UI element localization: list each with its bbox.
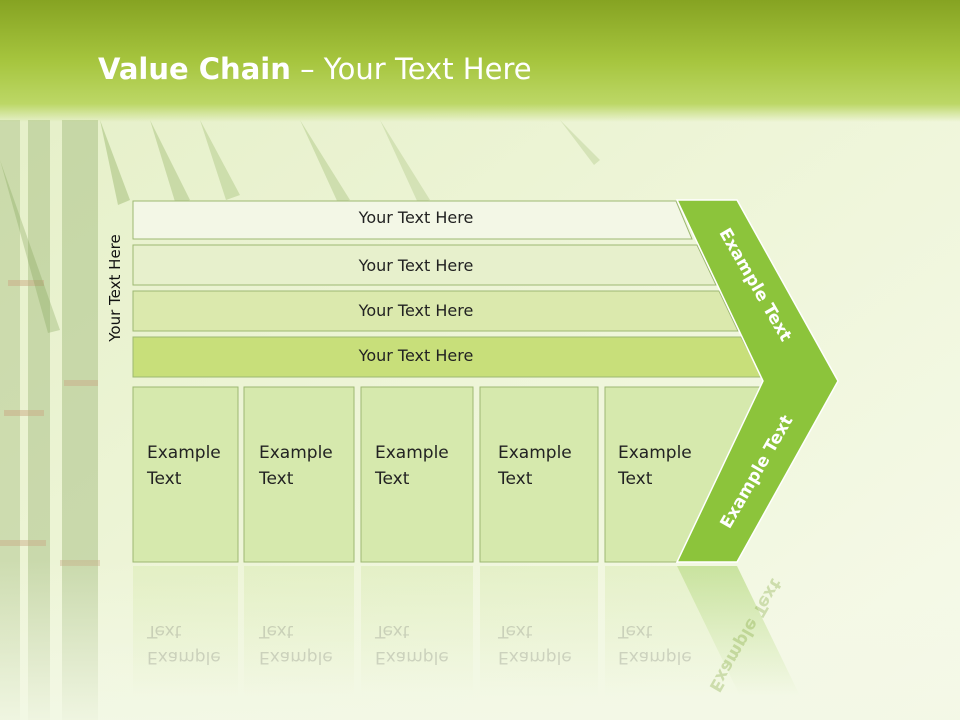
chevron-arrow bbox=[675, 199, 839, 563]
column-reflection-2 bbox=[361, 566, 473, 696]
row-text-0: Your Text Here bbox=[358, 208, 474, 227]
chevron-reflection bbox=[677, 566, 800, 696]
row-text-1: Your Text Here bbox=[358, 256, 474, 275]
column-text-reflection-3: Example Text bbox=[498, 621, 572, 667]
column-text-reflection-2: Example Text bbox=[375, 621, 449, 667]
column-box-3 bbox=[479, 386, 599, 563]
column-box-2 bbox=[360, 386, 474, 563]
column-text-4: Example Text bbox=[618, 443, 692, 489]
column-text-3: Example Text bbox=[498, 443, 572, 489]
row-band-2 bbox=[132, 290, 739, 332]
header-band bbox=[0, 0, 960, 122]
row-text-2: Your Text Here bbox=[358, 301, 474, 320]
slide-title: Value Chain – Your Text Here bbox=[98, 52, 532, 86]
column-reflection-4 bbox=[605, 566, 740, 696]
column-text-0: Example Text bbox=[147, 443, 221, 489]
slide-title-rest: – Your Text Here bbox=[290, 52, 532, 86]
row-band-0 bbox=[132, 200, 693, 240]
row-band-1 bbox=[132, 244, 717, 286]
column-reflection-3 bbox=[480, 566, 598, 696]
column-text-2: Example Text bbox=[375, 443, 449, 489]
column-text-reflection-1: Example Text bbox=[259, 621, 333, 667]
column-box-1 bbox=[243, 386, 355, 563]
column-box-0 bbox=[132, 386, 239, 563]
column-reflection-0 bbox=[133, 566, 238, 696]
column-text-1: Example Text bbox=[259, 443, 333, 489]
slide-title-bold: Value Chain bbox=[98, 52, 291, 86]
column-reflection-1 bbox=[244, 566, 354, 696]
column-text-reflection-4: Example Text bbox=[618, 621, 692, 667]
column-text-reflection-0: Example Text bbox=[147, 621, 221, 667]
row-text-3: Your Text Here bbox=[358, 346, 474, 365]
